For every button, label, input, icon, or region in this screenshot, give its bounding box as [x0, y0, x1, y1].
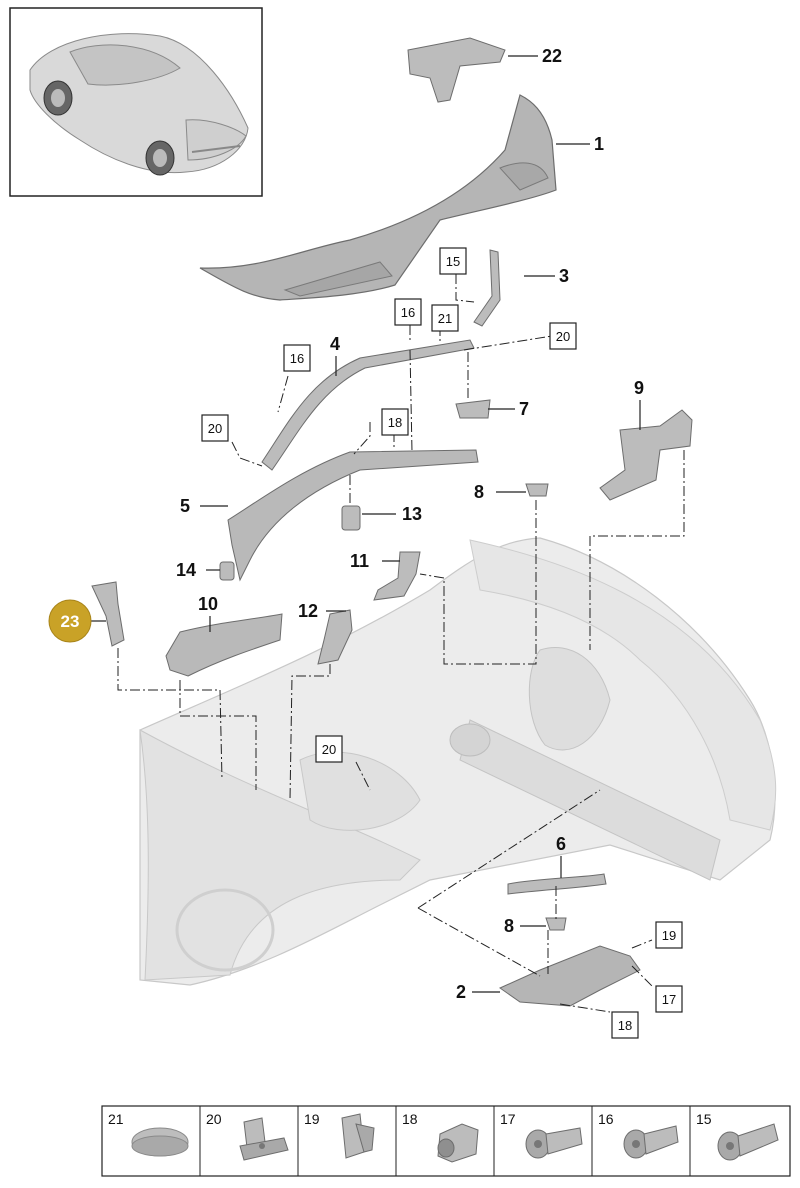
hardware-strip: 21 20 19 18 17 16 15 — [101, 1105, 791, 1177]
callout-7: 7 — [519, 399, 529, 419]
callout-11: 11 — [350, 551, 369, 571]
callout-6: 6 — [556, 834, 566, 854]
strip-label-21: 21 — [108, 1111, 124, 1127]
part-8-grommet-lower — [545, 917, 567, 931]
part-6-strip — [507, 873, 607, 895]
cap-icon — [131, 1127, 189, 1157]
boxed-callouts — [201, 247, 683, 1039]
bolt-icon — [717, 1123, 779, 1161]
highlight-badge-23[interactable]: 23 — [48, 599, 92, 643]
part-2-bracket — [498, 945, 641, 1007]
boxed-callout-20-a: 20 — [556, 329, 570, 344]
boxed-callout-labels: 15 16 21 20 16 18 20 20 19 17 18 — [208, 254, 676, 1033]
vehicle-thumbnail — [9, 7, 263, 197]
part-1-cowl-panel — [199, 94, 557, 301]
boxed-callout-18-a: 18 — [388, 415, 402, 430]
callout-4: 4 — [330, 334, 340, 354]
boxed-callout-19: 19 — [662, 928, 676, 943]
part-3-bracket — [473, 249, 501, 327]
part-23-bracket — [91, 581, 125, 647]
part-7-clip — [455, 399, 491, 419]
bolt-icon — [623, 1125, 679, 1159]
part-22 — [407, 37, 506, 103]
strip-label-18: 18 — [402, 1111, 418, 1127]
callout-10: 10 — [198, 594, 218, 614]
callout-5: 5 — [180, 496, 190, 516]
boxed-callout-20-b: 20 — [208, 421, 222, 436]
callout-14: 14 — [176, 560, 196, 580]
boxed-callout-16-b: 16 — [290, 351, 304, 366]
callout-2: 2 — [456, 982, 466, 1002]
boxed-callout-20-c: 20 — [322, 742, 336, 757]
clip-icon — [341, 1113, 375, 1159]
strip-label-20: 20 — [206, 1111, 222, 1127]
callout-8-upper: 8 — [474, 482, 484, 502]
callout-3: 3 — [559, 266, 569, 286]
boxed-callout-15: 15 — [446, 254, 460, 269]
part-4-trim — [261, 339, 475, 471]
part-11-bracket — [373, 551, 421, 601]
part-12-bracket — [317, 609, 353, 665]
boxed-callout-16-a: 16 — [401, 305, 415, 320]
part-14-plug — [219, 561, 235, 581]
callout-9: 9 — [634, 378, 644, 398]
part-13-plug — [341, 505, 361, 531]
strip-label-17: 17 — [500, 1111, 516, 1127]
strip-label-15: 15 — [696, 1111, 712, 1127]
bolt-icon — [525, 1127, 583, 1159]
callout-12: 12 — [298, 601, 318, 621]
callout-8-lower: 8 — [504, 916, 514, 936]
callout-1: 1 — [594, 134, 604, 154]
boxed-callout-21: 21 — [438, 311, 452, 326]
leader-lines — [117, 274, 685, 1013]
part-10-duct — [165, 613, 283, 677]
badge-label: 23 — [61, 612, 80, 631]
part-8-grommet-upper — [525, 483, 549, 497]
boxed-callout-18-b: 18 — [618, 1018, 632, 1033]
spacer-icon — [437, 1123, 479, 1163]
plain-callouts: 22 1 3 4 7 9 8 5 13 14 11 10 12 6 8 2 — [176, 46, 644, 1002]
callout-13: 13 — [402, 504, 422, 524]
strip-label-16: 16 — [598, 1111, 614, 1127]
vehicle-body-shell — [139, 537, 777, 986]
strip-label-19: 19 — [304, 1111, 320, 1127]
callout-22: 22 — [542, 46, 562, 66]
boxed-callout-17: 17 — [662, 992, 676, 1007]
part-5-channel — [227, 449, 479, 582]
part-9-bracket — [599, 409, 693, 501]
callout-lines — [90, 55, 641, 993]
clip-nut-icon — [239, 1117, 289, 1161]
